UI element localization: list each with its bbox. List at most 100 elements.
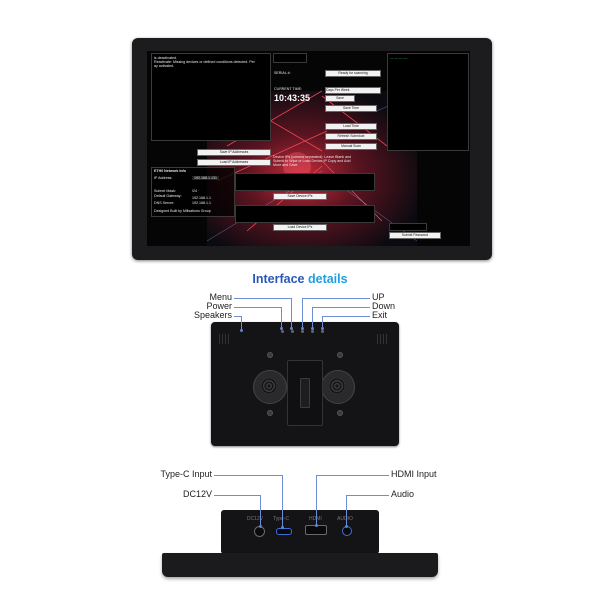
pointer-dot (240, 329, 243, 332)
pointer-dot (345, 525, 348, 528)
log-line: is deactivated. (154, 56, 177, 60)
designed-by-text: Designed Built by Millsations Group (154, 209, 211, 213)
leader-audio (346, 495, 389, 496)
pointer-dot (321, 327, 324, 330)
screw (337, 410, 343, 416)
label-hdmi: HDMI Input (391, 469, 437, 479)
save-device-ips-button[interactable]: Save Device IPs (273, 193, 327, 200)
device-ips-instructions: More and Save (273, 163, 298, 167)
save-time-button[interactable]: Save Time (325, 105, 377, 112)
button-dot (311, 330, 314, 333)
fan-left (253, 370, 287, 404)
dns-label: DNS Server: (154, 201, 175, 205)
device-ips-output (235, 205, 375, 223)
silkscreen-typec: Type-C (273, 516, 290, 522)
silkscreen-audio: AUDIO (337, 516, 353, 522)
monitor-back (211, 322, 399, 446)
schedule-select[interactable]: Days Per Week (325, 87, 381, 94)
leader-exit (322, 316, 370, 317)
speaker-grille-left (219, 334, 231, 344)
gateway-value: 192.168.1.1 (192, 196, 211, 200)
output-line: — — — — (390, 56, 408, 60)
leader-hdmi-v (316, 475, 317, 525)
submit-password-button[interactable]: Submit Password (389, 232, 441, 239)
pointer-dot (280, 327, 283, 330)
leader-down (312, 307, 370, 308)
dns-value: 192.168.1.1 (192, 201, 211, 205)
label-power: Power (206, 301, 232, 311)
monitor-screen: is deactivated. Reactivate: Missing devi… (147, 51, 470, 246)
label-speakers: Speakers (193, 310, 232, 320)
leader-speakers (234, 316, 242, 317)
bracket-slot (300, 378, 310, 408)
label-dc12v: DC12V (182, 489, 212, 499)
ip-label: IP Address: (154, 176, 173, 180)
pointer-dot (301, 327, 304, 330)
pointer-dot (311, 327, 314, 330)
leader-menu (234, 298, 292, 299)
mask-label: Subnet Mask: (154, 189, 176, 193)
mask-value: /24 (192, 189, 197, 193)
save-button[interactable]: Save (325, 95, 355, 102)
button-dot (281, 330, 284, 333)
speaker-grille-right (377, 334, 389, 344)
status-value: Ready for scanning (325, 70, 381, 77)
device-ips-instructions: Device IPs (comma separated): Leave Blan… (273, 155, 352, 159)
screw (337, 352, 343, 358)
leader-down-v (312, 307, 313, 328)
leader-audio-v (346, 495, 347, 526)
load-time-button[interactable]: Load Time (325, 123, 377, 130)
pointer-dot (259, 525, 262, 528)
button-dot (321, 330, 324, 333)
pointer-dot (315, 524, 318, 527)
label-up: UP (372, 292, 385, 302)
network-info-panel: ETH0 Network Info IP Address: 192.168.1.… (151, 167, 235, 217)
load-ip-button[interactable]: Load IP Addresses (197, 159, 271, 166)
right-output-panel: — — — — (387, 53, 469, 151)
title-accent: details (307, 272, 348, 286)
typec-port (276, 528, 292, 535)
label-typec: Type-C Input (160, 469, 212, 479)
leader-dc12v (214, 495, 260, 496)
clock-display: 10:43:35 (274, 93, 311, 103)
leader-speakers-v (241, 316, 242, 330)
status-red-box (273, 53, 307, 63)
leader-power (234, 307, 282, 308)
device-ips-input[interactable] (235, 173, 375, 191)
label-down: Down (372, 301, 396, 311)
leader-hdmi (316, 475, 389, 476)
leader-typec (214, 475, 282, 476)
screw (267, 410, 273, 416)
leader-up (302, 298, 370, 299)
network-title: ETH0 Network Info (154, 169, 186, 173)
silkscreen-hdmi: HDMI (309, 516, 322, 522)
silkscreen-dc: DC12V (247, 516, 264, 522)
section-title: Interface details (0, 272, 600, 286)
pointer-dot (290, 327, 293, 330)
current-time-label: CURRENT TIME: (274, 87, 303, 91)
status-label: SERIAL #: (274, 71, 291, 75)
load-device-ips-button[interactable]: Load Device IPs (273, 224, 327, 231)
leader-up-v (302, 298, 303, 328)
leader-exit-v (322, 316, 323, 328)
password-input[interactable] (389, 223, 427, 231)
fan-right (321, 370, 355, 404)
leader-power-v (281, 307, 282, 328)
label-menu: Menu (209, 292, 232, 302)
screw (267, 352, 273, 358)
label-audio: Audio (391, 489, 415, 499)
log-line: Reactivate: Missing devices or defined c… (154, 60, 255, 64)
title-main: Interface (252, 272, 305, 286)
manual-scan-button[interactable]: Manual Scan (325, 143, 377, 150)
ip-value: 192.168.1.131 (192, 176, 219, 181)
device-ips-instructions: Submit to Wipe or Load Device IP Copy an… (273, 159, 351, 163)
monitor-bottom-edge: DC12V Type-C HDMI AUDIO (221, 510, 379, 554)
refresh-schedule-button[interactable]: Refresh Schedule (325, 133, 377, 140)
label-exit: Exit (372, 310, 388, 320)
leader-menu-v (291, 298, 292, 328)
save-ip-button[interactable]: Save IP Addresses (197, 149, 271, 156)
leader-dc12v-v (260, 495, 261, 526)
leader-typec-v (282, 475, 283, 527)
button-dot (291, 330, 294, 333)
log-panel: is deactivated. Reactivate: Missing devi… (151, 53, 271, 141)
